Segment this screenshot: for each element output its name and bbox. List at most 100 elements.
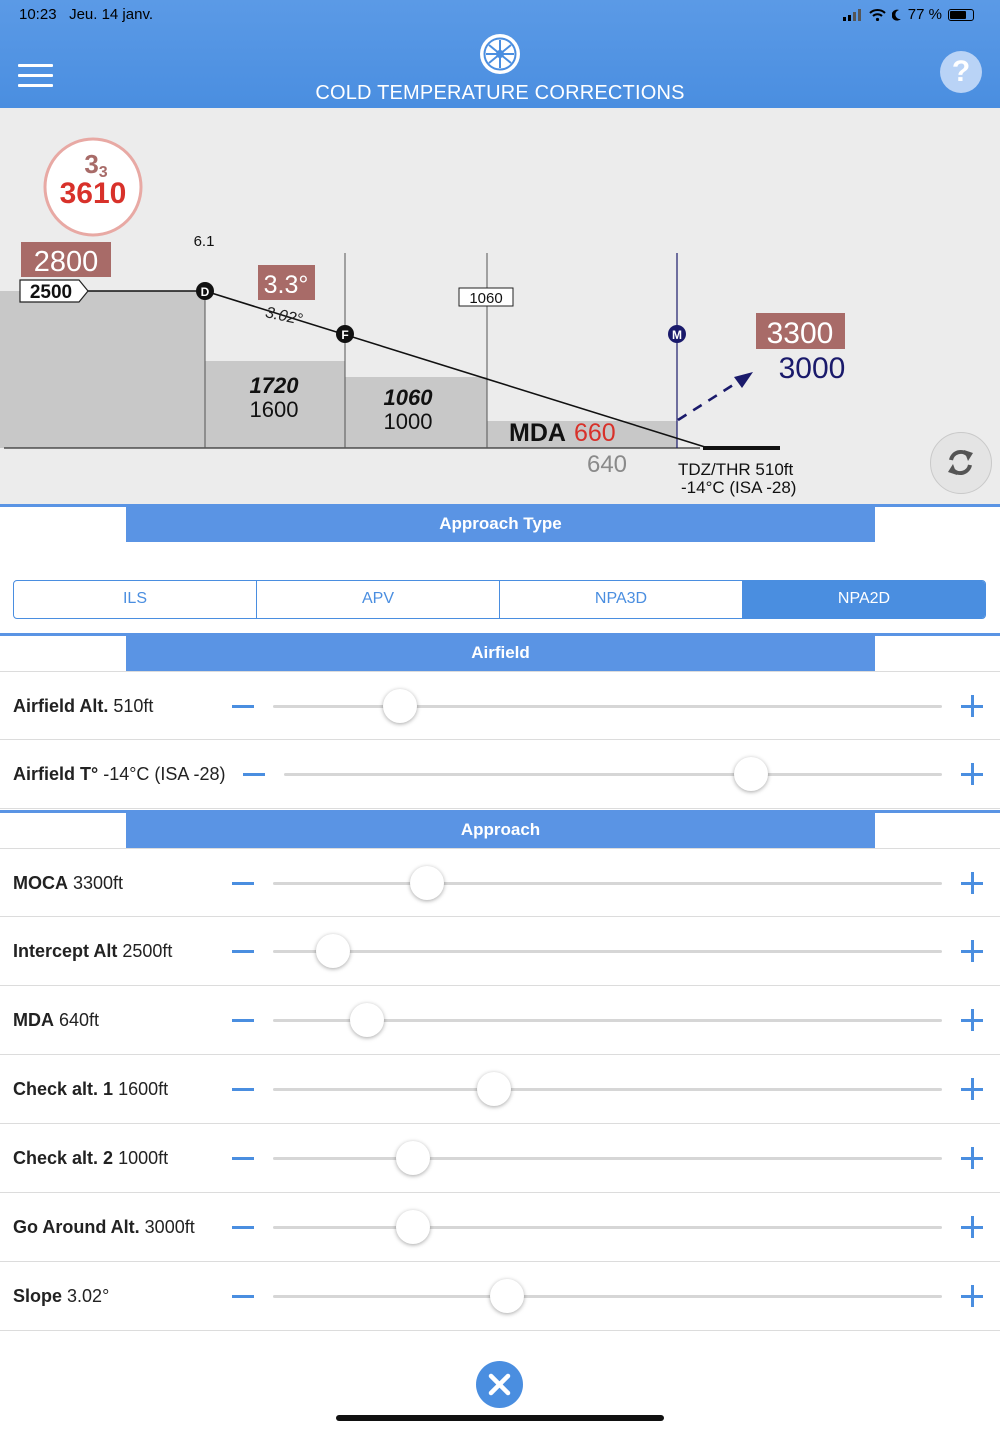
slope-slider-thumb[interactable] (490, 1279, 525, 1313)
moca-decrement-button[interactable] (232, 882, 254, 885)
fix-f-marker (336, 325, 354, 343)
approach-type-divider (0, 504, 1000, 507)
approach-type-header: Approach Type (126, 506, 875, 542)
go-around-alt-label: Go Around Alt. 3000ft (13, 1217, 195, 1237)
airfield-alt-decrement-button[interactable] (232, 705, 254, 708)
terrain-segment-4 (487, 421, 677, 448)
airfield-alt-label: Airfield Alt. 510ft (13, 696, 154, 716)
descent-path (204, 290, 706, 448)
check-alt-1-slider-thumb[interactable] (476, 1072, 511, 1106)
moca-circle-top: 33 (84, 149, 107, 181)
moca-slider[interactable] (273, 866, 942, 900)
check-alt-1-row: Check alt. 1 1600ft (0, 1055, 1000, 1124)
threshold-line1: TDZ/THR 510ft (678, 460, 794, 479)
check-alt-1-increment-button[interactable] (961, 1078, 983, 1100)
angle-corrected-box (258, 265, 315, 300)
check-alt-2-row: Check alt. 2 1000ft (0, 1124, 1000, 1193)
terrain-segment-1 (0, 291, 205, 448)
check-alt-1-label: Check alt. 1 1600ft (13, 1079, 169, 1099)
airfield-temp-decrement-button[interactable] (243, 773, 265, 776)
intercept-alt-slider-thumb[interactable] (316, 934, 351, 968)
intercept-alt-slider[interactable] (273, 934, 942, 968)
fix-d-label: D (201, 285, 210, 299)
signal-icon (842, 8, 861, 21)
intercept-alt-decrement-button[interactable] (232, 950, 254, 953)
check1-corrected: 1720 (250, 373, 300, 398)
mda-slider-thumb[interactable] (349, 1003, 384, 1037)
go-around-corrected-box (756, 313, 845, 349)
approach-profile-svg: 33 3610 2800 2500 6.1 D 3.3° 3.02° F 172… (0, 137, 846, 497)
go-around-alt-decrement-button[interactable] (232, 1226, 254, 1229)
check-alt-2-slider-thumb[interactable] (396, 1141, 431, 1175)
airfield-temp-label: Airfield T° -14°C (ISA -28) (13, 764, 226, 784)
mda-corrected: 660 (574, 419, 616, 447)
go-around-corrected: 3300 (767, 317, 834, 350)
approach-type-npa2d[interactable]: NPA2D (743, 581, 985, 618)
mda-setting-label: MDA 640ft (13, 1010, 100, 1030)
moca-corrected: 3610 (60, 177, 127, 210)
check2-value: 1000 (384, 409, 433, 434)
approach-type-selector: ILS APV NPA3D NPA2D (13, 580, 986, 619)
check2-marker-box (458, 287, 514, 307)
angle-value: 3.02° (264, 304, 305, 329)
angle-corrected: 3.3° (264, 271, 309, 299)
wifi-icon (869, 8, 886, 21)
moca-slider-thumb[interactable] (409, 866, 444, 900)
airfield-temp-slider-thumb[interactable] (734, 757, 769, 791)
airfield-divider (0, 633, 1000, 636)
intercept-corrected-box (21, 242, 111, 277)
mda-increment-button[interactable] (961, 1009, 983, 1031)
airfield-alt-slider-thumb[interactable] (383, 689, 418, 723)
go-around-alt-row: Go Around Alt. 3000ft (0, 1193, 1000, 1262)
check-alt-2-increment-button[interactable] (961, 1147, 983, 1169)
mda-value: 640 (587, 451, 627, 478)
approach-header: Approach (126, 812, 875, 848)
slope-decrement-button[interactable] (232, 1295, 254, 1298)
intercept-value: 2500 (30, 282, 72, 303)
go-around-alt-increment-button[interactable] (961, 1216, 983, 1238)
go-around-alt-slider[interactable] (273, 1210, 942, 1244)
status-icons: 77 % (842, 6, 974, 23)
slope-label: Slope 3.02° (13, 1286, 110, 1306)
app-header: 10:23 Jeu. 14 janv. 77 % (0, 0, 1000, 108)
airfield-alt-increment-button[interactable] (961, 695, 983, 717)
airfield-temp-increment-button[interactable] (961, 763, 983, 785)
fix-m-marker (668, 325, 686, 343)
moca-circle (43, 137, 143, 237)
page-title: COLD TEMPERATURE CORRECTIONS (315, 82, 685, 104)
intercept-alt-increment-button[interactable] (961, 940, 983, 962)
mda-slider[interactable] (273, 1003, 942, 1037)
go-around-alt-slider-thumb[interactable] (396, 1210, 431, 1244)
approach-type-npa3d[interactable]: NPA3D (500, 581, 743, 618)
mda-label: MDA (509, 419, 566, 447)
moca-increment-button[interactable] (961, 872, 983, 894)
check-alt-2-label: Check alt. 2 1000ft (13, 1148, 169, 1168)
check2-corrected: 1060 (384, 385, 434, 410)
approach-type-apv[interactable]: APV (257, 581, 500, 618)
help-button[interactable]: ? (940, 51, 982, 93)
slope-slider[interactable] (273, 1279, 942, 1313)
check-alt-1-slider[interactable] (273, 1072, 942, 1106)
refresh-button[interactable] (930, 432, 992, 494)
terrain-segment-2 (205, 361, 345, 448)
hamburger-icon[interactable] (18, 64, 53, 88)
close-button[interactable] (476, 1361, 523, 1408)
battery-icon (948, 8, 974, 21)
airfield-alt-slider[interactable] (273, 689, 942, 723)
close-icon (488, 1373, 511, 1396)
approach-type-ils[interactable]: ILS (14, 581, 257, 618)
refresh-icon (948, 449, 973, 476)
status-clock: 10:23 (19, 6, 57, 23)
go-around-value: 3000 (779, 352, 846, 385)
airfield-temp-slider[interactable] (284, 757, 942, 791)
slope-increment-button[interactable] (961, 1285, 983, 1307)
home-indicator (336, 1415, 664, 1421)
check-alt-1-decrement-button[interactable] (232, 1088, 254, 1091)
moca-row: MOCA 3300ft (0, 848, 1000, 917)
distance-label: 6.1 (194, 233, 215, 250)
check2-marker: 1060 (469, 290, 502, 307)
mda-row: MDA 640ft (0, 986, 1000, 1055)
mda-decrement-button[interactable] (232, 1019, 254, 1022)
check-alt-2-decrement-button[interactable] (232, 1157, 254, 1160)
check-alt-2-slider[interactable] (273, 1141, 942, 1175)
